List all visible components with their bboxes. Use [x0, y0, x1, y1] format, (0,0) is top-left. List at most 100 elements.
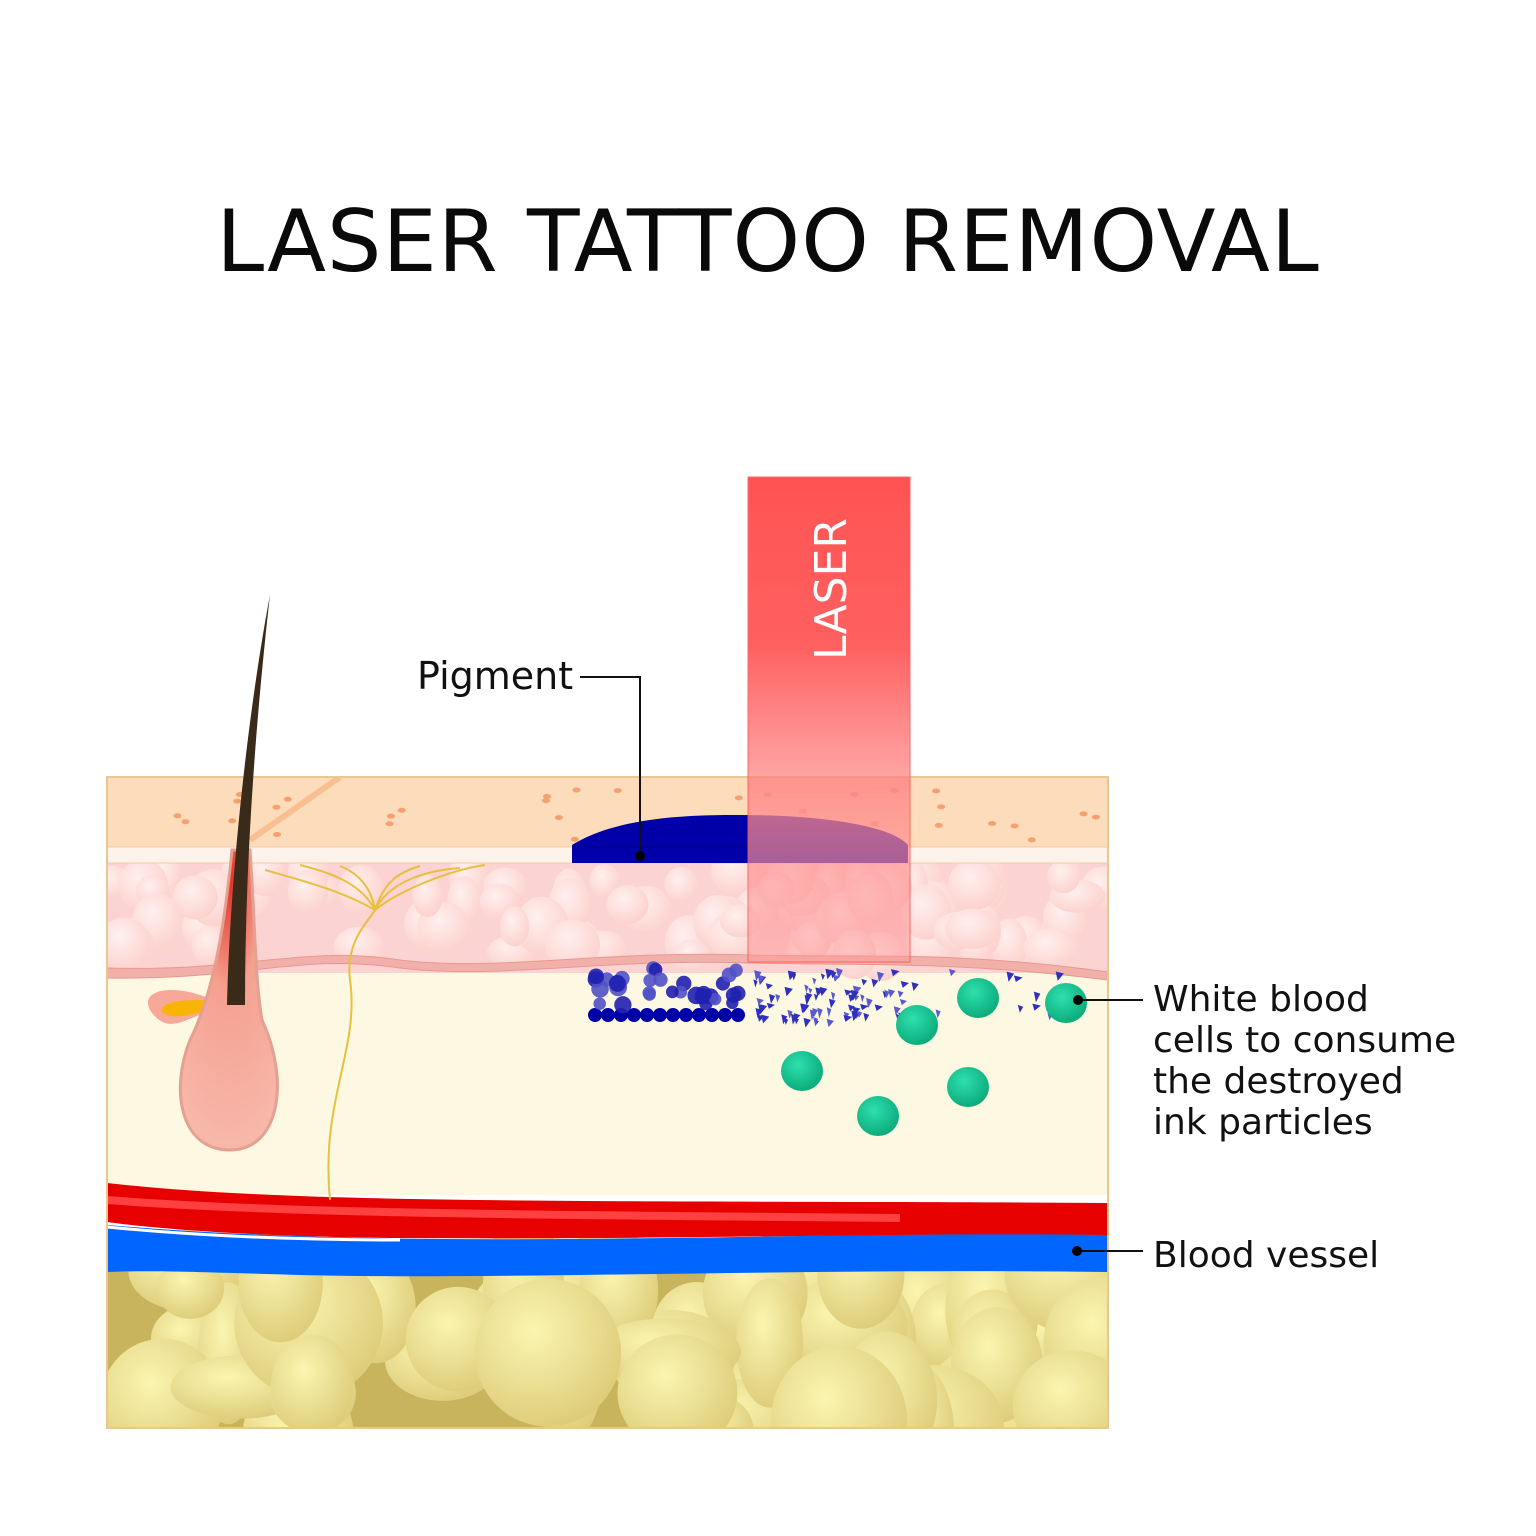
- ink-fragment: [877, 971, 885, 982]
- vein: [107, 1225, 1108, 1277]
- leader-lines: [580, 676, 1143, 1252]
- skin-cell: [287, 869, 329, 914]
- ink-particle: [588, 1008, 602, 1022]
- epidermis-dot: [1091, 814, 1100, 820]
- ink-particle: [593, 997, 606, 1010]
- epidermis-dot: [554, 815, 563, 821]
- epidermis-dot: [273, 831, 282, 837]
- ink-fragment: [812, 977, 817, 985]
- white-blood-cell: [1045, 983, 1087, 1023]
- hair-shaft: [227, 595, 270, 1005]
- ink-fragment: [1033, 991, 1041, 1003]
- ink-fragment: [949, 968, 956, 977]
- ink-particle: [687, 986, 706, 1005]
- epidermis-dot: [934, 822, 943, 828]
- ink-fragment: [813, 993, 819, 1001]
- white-blood-cell: [781, 1051, 823, 1091]
- ink-fragment: [756, 998, 764, 1006]
- ink-fragment: [860, 1004, 869, 1011]
- epidermis-dot: [734, 795, 743, 801]
- skin-cell: [1023, 928, 1079, 969]
- skin-cell: [948, 859, 1000, 910]
- ink-fragment: [848, 1004, 855, 1012]
- ink-fragment: [893, 1006, 901, 1016]
- ink-fragment: [791, 972, 797, 981]
- skin-cell: [338, 865, 384, 915]
- ink-fragment: [800, 1003, 809, 1014]
- ink-fragment: [899, 998, 907, 1006]
- ink-fragment: [831, 991, 836, 1002]
- ink-particle: [608, 975, 626, 992]
- ink-particle: [588, 968, 604, 985]
- ink-fragment: [828, 998, 836, 1009]
- ink-fragment: [911, 982, 919, 992]
- ink-fragment: [775, 993, 781, 1003]
- ink-fragment: [836, 968, 843, 979]
- ink-particle: [643, 988, 656, 1001]
- epidermis-dot: [988, 820, 997, 826]
- ink-fragment: [856, 1011, 862, 1018]
- epidermis-dot: [283, 796, 292, 802]
- ink-fragment: [1017, 1004, 1024, 1013]
- ink-particle: [601, 1008, 615, 1022]
- ink-fragment: [768, 994, 776, 1004]
- ink-particle: [692, 1008, 706, 1022]
- ink-fragment: [781, 1014, 788, 1025]
- ink-fragment: [866, 998, 873, 1009]
- nerve: [264, 864, 486, 1201]
- epidermis-dot: [397, 807, 406, 813]
- laser-beam: [747, 476, 911, 963]
- ink-particle: [705, 1008, 719, 1022]
- ink-fragment: [804, 994, 811, 1006]
- epidermis-dot: [543, 793, 552, 799]
- ink-fragment: [871, 978, 879, 988]
- ink-particles: [587, 961, 1064, 1028]
- ink-particle: [726, 996, 739, 1010]
- skin-cell: [544, 919, 601, 971]
- fat-cell: [271, 1334, 354, 1428]
- ink-particle: [729, 963, 743, 977]
- fat-cell: [156, 1257, 225, 1319]
- wbc-label-line: White blood: [1153, 979, 1369, 1020]
- skin-cell: [945, 908, 1001, 950]
- ink-fragment: [874, 1004, 883, 1011]
- ink-fragment: [1013, 975, 1023, 982]
- skin-cell: [244, 853, 286, 897]
- ink-fragment: [793, 1013, 801, 1020]
- ink-fragment: [766, 1002, 775, 1009]
- ink-fragment: [826, 1018, 834, 1028]
- ink-fragment: [900, 981, 909, 988]
- white-blood-cells-label: White blood cells to consume the destroy…: [1153, 979, 1456, 1143]
- skin-cell: [589, 863, 620, 899]
- ink-fragment: [832, 974, 840, 982]
- ink-particle: [614, 996, 632, 1014]
- epidermis-dot: [233, 798, 242, 804]
- ink-fragment: [809, 1009, 817, 1020]
- ink-particle: [718, 1008, 732, 1022]
- ink-fragment: [817, 1007, 823, 1019]
- epidermis-dot: [572, 787, 581, 793]
- ink-fragment: [861, 978, 868, 986]
- fat-cell: [770, 1345, 907, 1428]
- ink-particle: [653, 972, 668, 987]
- ink-fragment: [1055, 971, 1064, 981]
- white-blood-cell: [957, 978, 999, 1018]
- epidermis-dot: [173, 813, 182, 819]
- epidermis-dot: [570, 836, 579, 842]
- wbc-label-line: ink particles: [1153, 1102, 1373, 1143]
- ink-fragment: [803, 1017, 811, 1028]
- ink-fragment: [935, 1009, 941, 1019]
- epidermis-dot: [385, 821, 394, 827]
- ink-fragment: [860, 993, 865, 1003]
- blood-vessel-label: Blood vessel: [1153, 1235, 1380, 1276]
- ink-particle: [640, 1008, 654, 1022]
- ink-fragment: [761, 1014, 770, 1024]
- skin-cell: [172, 875, 218, 920]
- ink-particle: [679, 1008, 693, 1022]
- epidermis-dot: [541, 798, 550, 804]
- ink-fragment: [1032, 1003, 1041, 1011]
- fat-cell: [1012, 1350, 1108, 1428]
- artery: [107, 1183, 1108, 1239]
- white-blood-cell: [896, 1005, 938, 1045]
